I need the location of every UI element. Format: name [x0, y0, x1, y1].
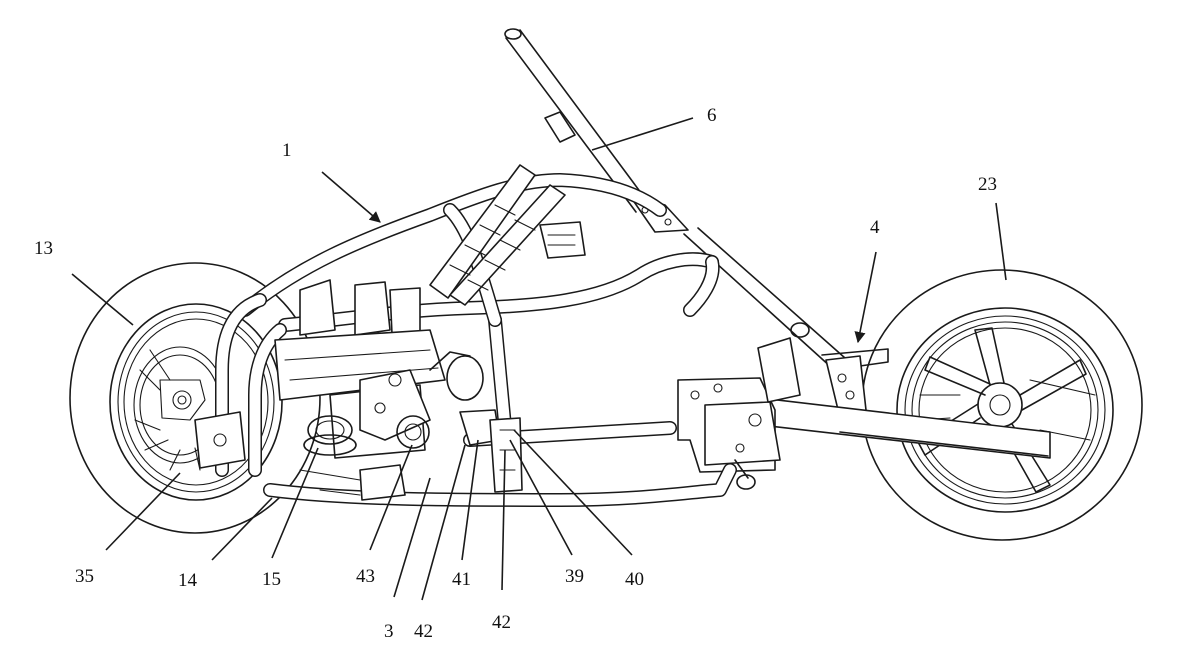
leader-1 — [322, 172, 380, 222]
label-14: 14 — [178, 570, 198, 591]
front-wheel — [862, 270, 1142, 540]
leader-35 — [106, 473, 180, 550]
label-35: 35 — [75, 566, 94, 587]
label-42-lower: 42 — [414, 621, 433, 642]
leader-23 — [996, 203, 1006, 280]
label-39: 39 — [565, 566, 584, 587]
leader-13 — [72, 274, 133, 325]
leader-15 — [272, 448, 318, 558]
label-4: 4 — [870, 217, 880, 238]
label-15: 15 — [262, 569, 281, 590]
label-43: 43 — [356, 566, 375, 587]
leader-14 — [212, 498, 272, 560]
label-6: 6 — [707, 105, 717, 126]
leader-4 — [858, 252, 876, 342]
label-42-right: 42 — [492, 612, 511, 633]
label-41: 41 — [452, 569, 471, 590]
label-3: 3 — [384, 621, 394, 642]
steering-tube — [505, 29, 688, 232]
label-1: 1 — [282, 140, 292, 161]
leader-lines — [72, 118, 1006, 600]
leader-6 — [592, 118, 693, 150]
label-23: 23 — [978, 174, 997, 195]
label-40: 40 — [625, 569, 644, 590]
label-13: 13 — [34, 238, 53, 259]
